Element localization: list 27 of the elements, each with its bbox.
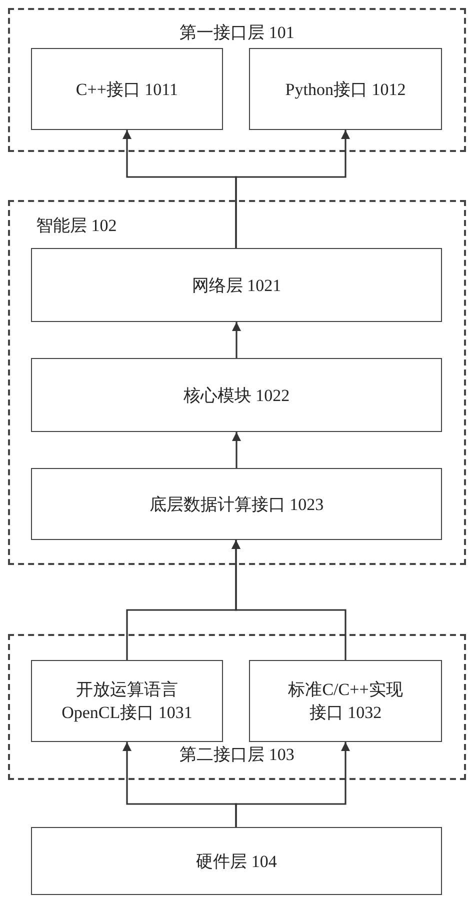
box-label: Python接口 1012 [285,78,406,100]
arrow [235,130,350,248]
box-label: 开放运算语言 OpenCL接口 1031 [60,679,194,724]
layer-title: 第二接口层 103 [180,744,294,766]
box-label: 底层数据计算接口 1023 [149,494,324,516]
process-box [249,48,442,130]
process-box [31,358,442,432]
process-box [31,468,442,540]
layer-group [8,634,466,780]
layer-title: 第一接口层 101 [180,22,294,44]
process-box [31,248,442,322]
process-box [249,660,442,742]
box-label: 网络层 1021 [192,274,282,296]
layer-group [8,200,466,565]
box-label: C++接口 1011 [76,78,178,100]
arrow [232,432,241,468]
layer-group [8,8,466,152]
process-box [31,48,223,130]
box-label: 标准C/C++实现接口 1032 [287,679,404,724]
layer-title: 智能层 102 [36,215,117,237]
box-label: 硬件层 104 [196,850,277,872]
process-box [31,827,442,895]
box-label: 核心模块 1022 [183,384,290,406]
arrow [235,742,350,827]
arrow [232,322,241,358]
process-box [31,660,223,742]
arrow [232,540,346,660]
